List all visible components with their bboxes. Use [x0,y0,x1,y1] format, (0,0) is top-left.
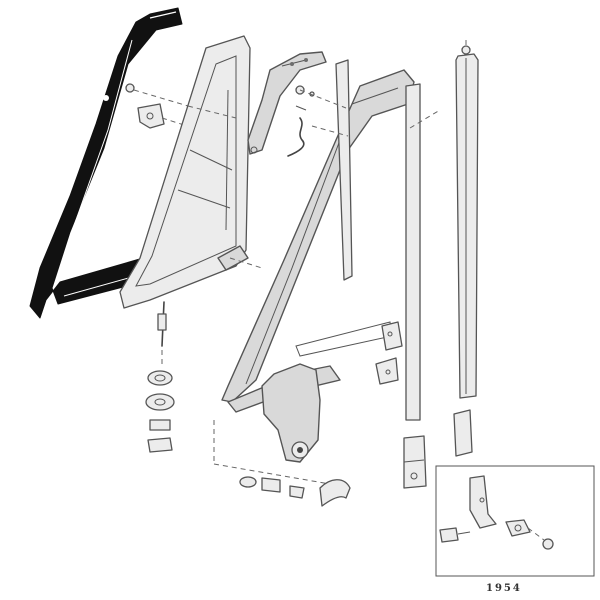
vent-window-frame [119,35,251,309]
inset-year-label: 1954 [486,583,522,594]
lower-hardware-row [213,420,351,507]
pivot-hardware-stack [145,350,175,453]
regulator-plate [261,363,321,463]
vent-pivot-rod [157,301,167,347]
alignment-leaders [187,89,441,269]
inset-1954-detail: 1954 [435,465,595,594]
upper-mounting-bracket [125,83,201,131]
rear-glass-channel [453,40,479,457]
channel-lower-bracket [403,435,427,489]
channel-side-brackets [375,321,403,385]
vent-hinge-bracket [247,51,327,157]
